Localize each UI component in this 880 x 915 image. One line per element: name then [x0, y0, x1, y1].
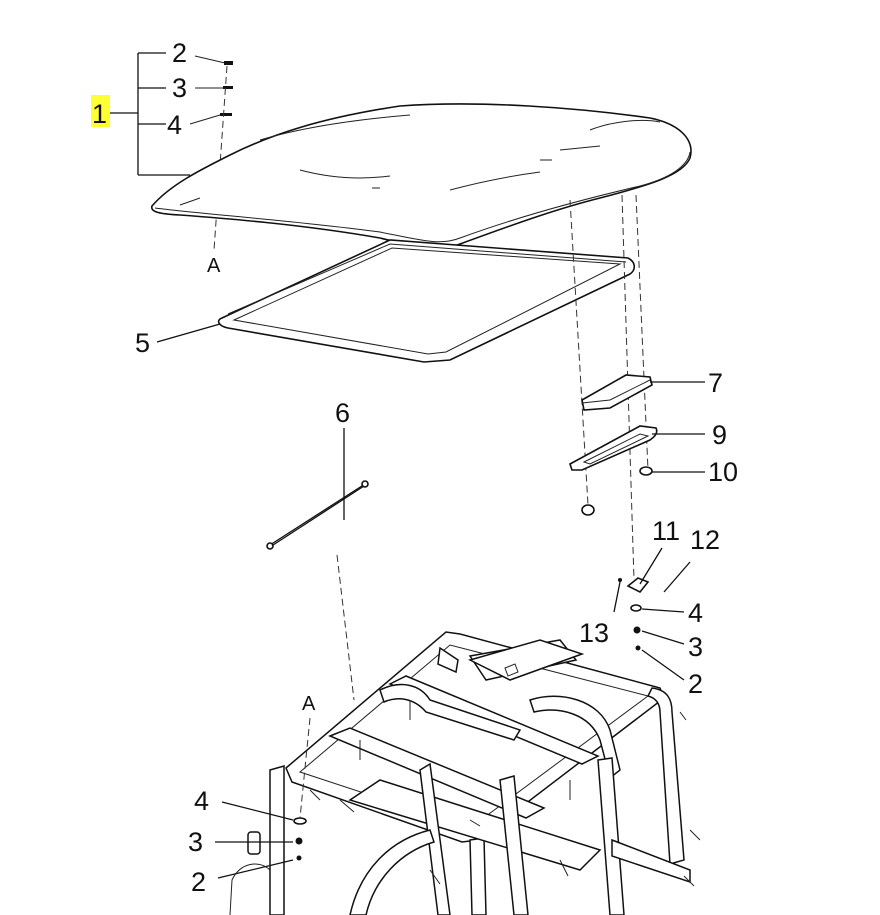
callout-10: 10 [708, 457, 738, 487]
top-washer-4 [220, 113, 232, 116]
callout-3-right: 3 [688, 632, 703, 662]
callout-1-bracket [110, 52, 190, 176]
callout-2-top: 2 [172, 38, 187, 68]
cab-frame [229, 631, 701, 915]
right-washer-4 [630, 604, 642, 612]
bracket-hardware [613, 547, 691, 681]
callout-2-left: 2 [191, 867, 206, 897]
left-hardware [215, 717, 311, 879]
ref-a-top: A [207, 255, 221, 277]
roof-seal [156, 239, 636, 363]
right-nut-2 [635, 645, 641, 651]
right-washer-3 [633, 626, 641, 634]
callout-2-right: 2 [688, 669, 703, 699]
callout-1-highlight [91, 95, 110, 127]
fastener [581, 504, 595, 516]
left-washer-4 [293, 817, 307, 825]
callout-4-top: 4 [167, 110, 182, 140]
top-washer-3 [223, 86, 233, 89]
callout-4-right: 4 [688, 598, 703, 628]
callout-3-left: 3 [188, 827, 203, 857]
callout-6: 6 [335, 398, 350, 428]
vent-cover [581, 374, 705, 411]
callout-3-top: 3 [172, 73, 187, 103]
callout-1: 1 [92, 99, 107, 129]
support-rod [266, 428, 369, 550]
vent-bezel [569, 425, 705, 471]
left-nut-2 [296, 855, 302, 861]
grommet [639, 466, 705, 476]
callout-4-left: 4 [194, 786, 209, 816]
top-nut-2 [224, 61, 233, 65]
left-washer-3 [295, 837, 303, 845]
callout-9: 9 [712, 420, 727, 450]
ref-a-bottom: A [302, 693, 316, 715]
callout-5: 5 [135, 328, 150, 358]
callout-7: 7 [708, 368, 723, 398]
roof-panel [151, 103, 692, 250]
callout-13: 13 [579, 618, 609, 648]
callout-11: 11 [652, 516, 680, 546]
top-hardware-leaders [189, 55, 233, 251]
callout-12: 12 [690, 525, 720, 555]
